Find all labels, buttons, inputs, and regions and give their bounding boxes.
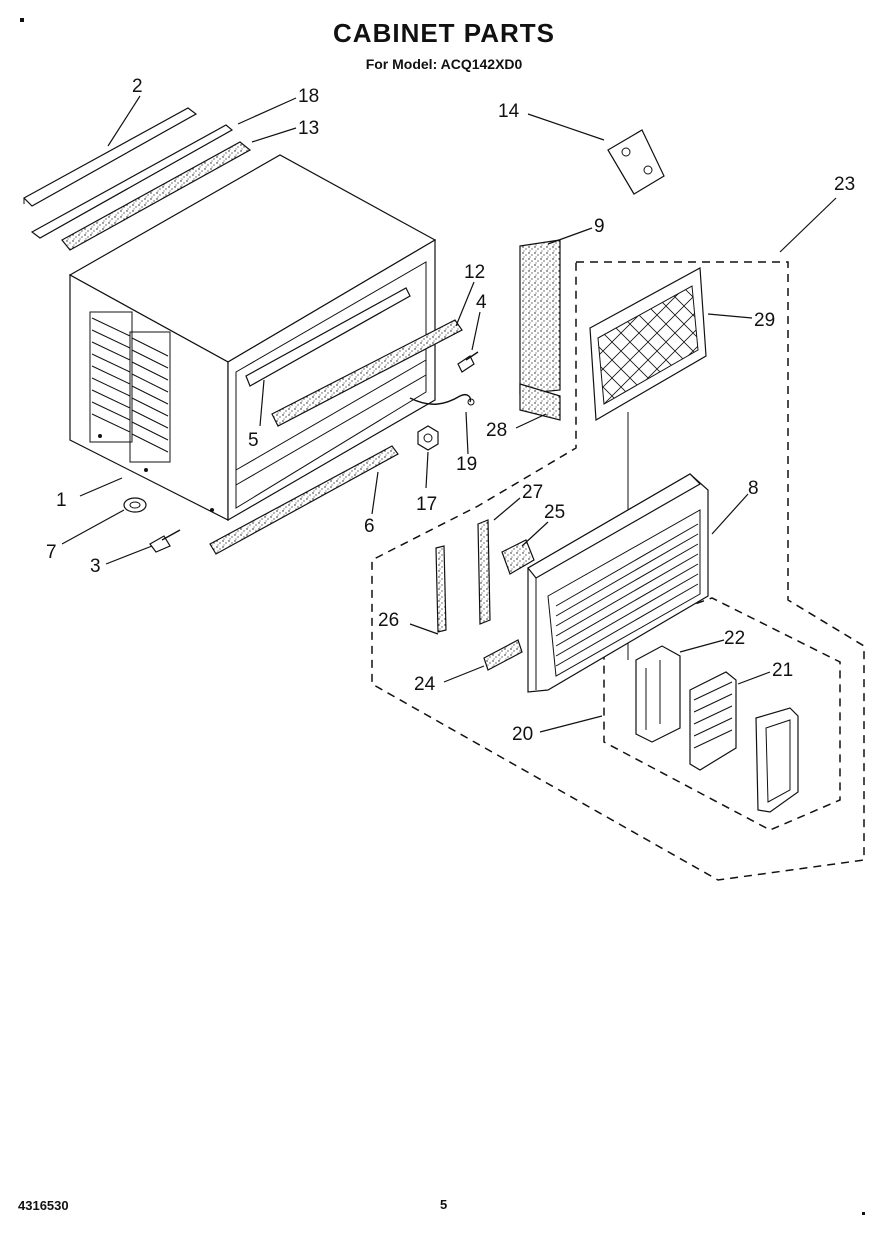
air-filter-part-29 <box>589 267 707 422</box>
callout-25: 25 <box>544 502 565 523</box>
callout-19: 19 <box>456 454 477 475</box>
cabinet-side-louvers <box>89 311 171 463</box>
callout-28: 28 <box>486 420 507 441</box>
callout-12: 12 <box>464 262 485 283</box>
block-part-24 <box>483 639 523 671</box>
assembly-boundary-20 <box>603 597 841 831</box>
inner-rail-part-5 <box>245 287 411 387</box>
callout-23: 23 <box>834 174 855 195</box>
callout-2: 2 <box>132 76 143 97</box>
callout-26: 26 <box>378 610 399 631</box>
grommet-part-7 <box>123 497 147 513</box>
top-seal-part-13 <box>61 141 252 251</box>
block-part-28 <box>519 383 561 421</box>
callout-7: 7 <box>46 542 57 563</box>
bracket-part-14 <box>607 129 665 195</box>
filter-pad-part-9 <box>519 239 561 395</box>
document-number: 4316530 <box>18 1198 69 1213</box>
page-title: CABINET PARTS <box>333 18 555 48</box>
callout-labels: 2 18 13 14 23 9 12 4 29 5 28 19 1 17 8 6… <box>46 76 855 745</box>
seal-strip-part-27 <box>477 519 491 625</box>
callout-14: 14 <box>498 101 520 122</box>
louver-vanes-part-21 <box>689 671 737 771</box>
leader-lines <box>61 95 837 733</box>
corner-mark-bottom-right <box>862 1212 865 1215</box>
nut-part-17 <box>417 425 439 451</box>
top-strip-part-18 <box>30 124 234 239</box>
callout-5: 5 <box>248 430 259 451</box>
callout-17: 17 <box>416 494 437 515</box>
vane-holder-part-22 <box>635 645 681 743</box>
top-rail-part-2 <box>23 107 198 207</box>
wire-part-19 <box>409 393 472 405</box>
callout-18: 18 <box>298 86 319 107</box>
corner-mark-top-left <box>20 18 24 22</box>
callout-8: 8 <box>748 478 759 499</box>
pad-part-25 <box>501 539 535 575</box>
callout-20: 20 <box>512 724 533 745</box>
screw-part-4 <box>457 351 479 373</box>
callout-3: 3 <box>90 556 101 577</box>
callout-21: 21 <box>772 660 793 681</box>
callout-22: 22 <box>724 628 745 649</box>
callout-24: 24 <box>414 674 436 695</box>
callout-27: 27 <box>522 482 543 503</box>
callout-13: 13 <box>298 118 319 139</box>
assembly-boundary-23 <box>371 261 865 881</box>
model-subtitle: For Model: ACQ142XD0 <box>365 56 523 72</box>
callout-9: 9 <box>594 216 605 237</box>
seal-strip-part-26 <box>435 545 447 633</box>
inner-seal-part-12 <box>271 319 463 427</box>
callout-29: 29 <box>754 310 775 331</box>
callout-4: 4 <box>476 292 487 313</box>
knob-part-20 <box>755 707 799 813</box>
callout-6: 6 <box>364 516 375 537</box>
bottom-seal-part-6 <box>209 445 399 555</box>
front-grille-part-8 <box>527 473 709 693</box>
page-number: 5 <box>440 1197 448 1212</box>
callout-1: 1 <box>56 490 67 511</box>
screw-part-3 <box>149 529 181 553</box>
